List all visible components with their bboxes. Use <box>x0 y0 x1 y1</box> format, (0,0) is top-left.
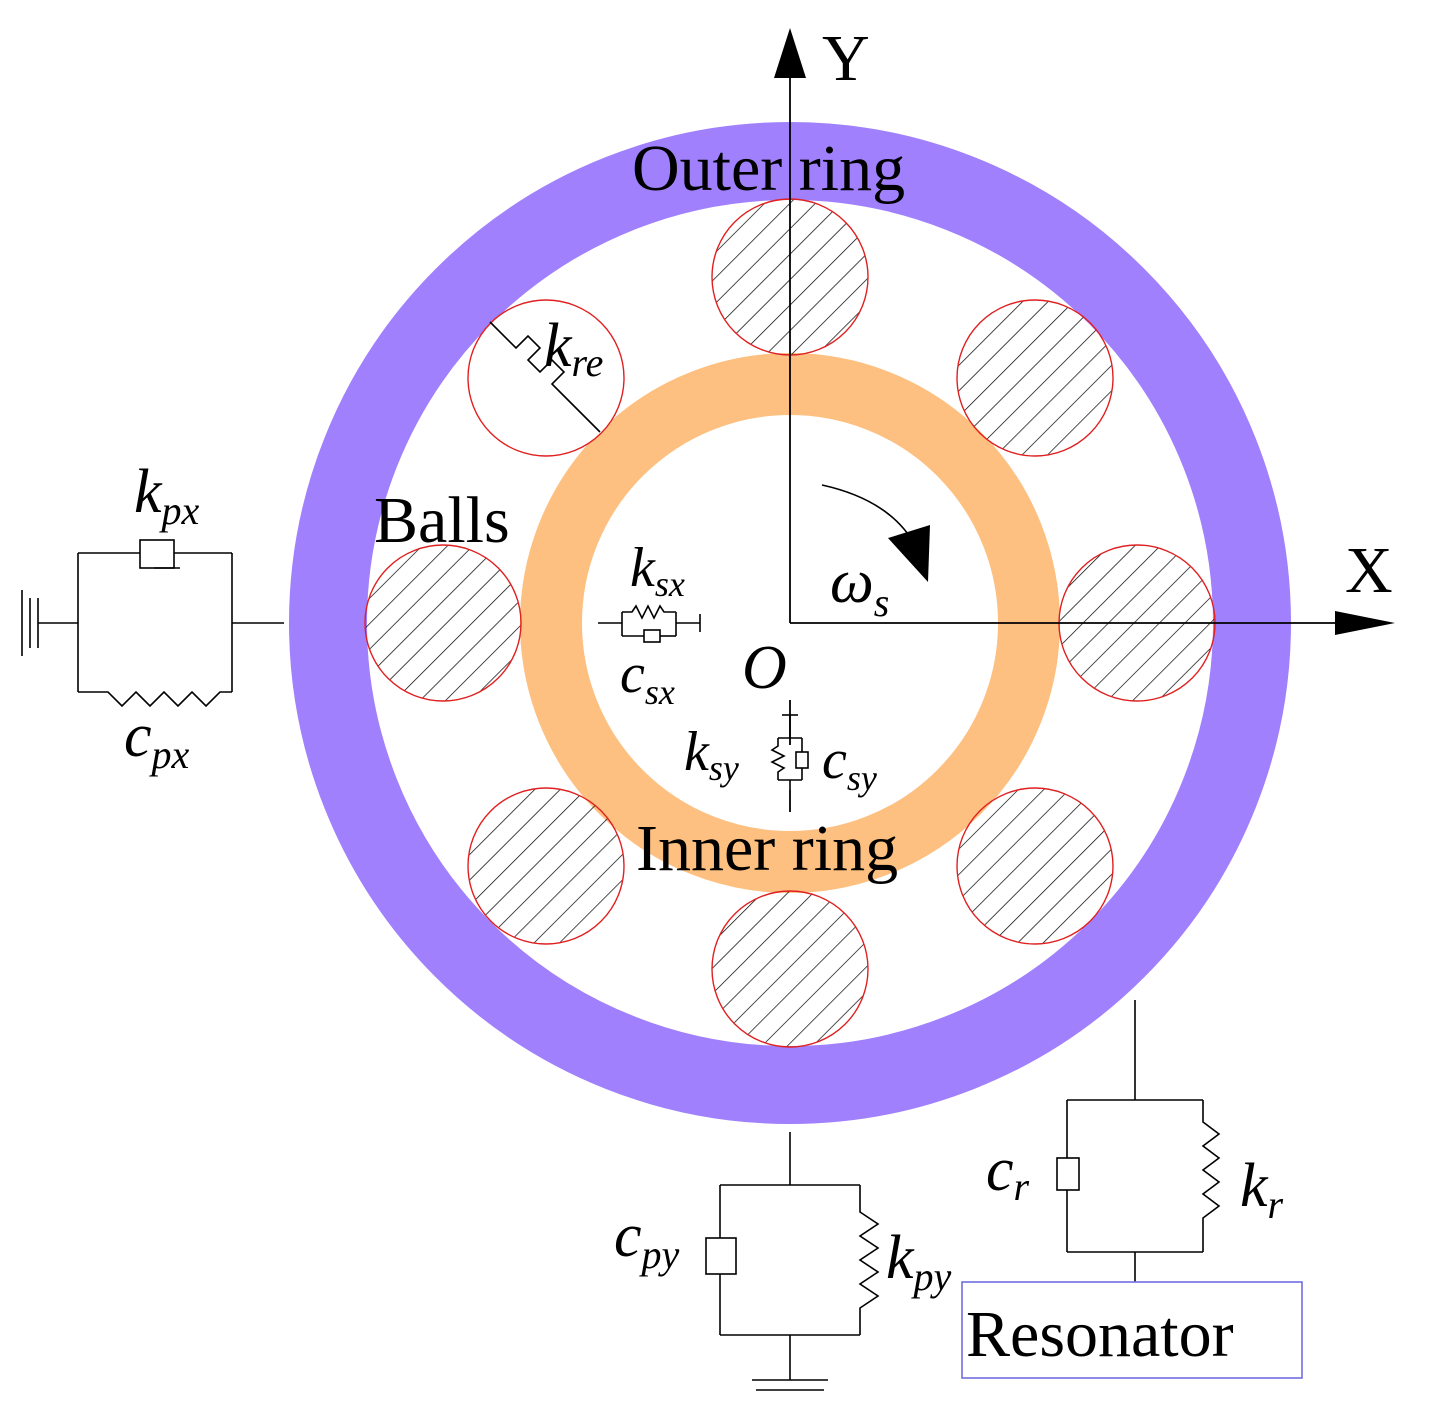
symbol-k-px: kpx <box>134 458 200 533</box>
resonator-box <box>961 1281 1303 1379</box>
outer-ring-label: Outer ring <box>632 132 905 205</box>
ball-bottom-right <box>956 787 1114 945</box>
origin-label: O <box>742 634 787 702</box>
symbol-k-sy: ksy <box>684 721 739 788</box>
resonator-support <box>1056 1000 1221 1282</box>
ball-top-right <box>956 299 1114 457</box>
symbol-k-py: kpy <box>886 1224 952 1299</box>
y-axis-arrow <box>774 28 806 78</box>
axis-y-label: Y <box>822 22 870 95</box>
symbol-c-sx: csx <box>620 643 675 712</box>
resonator-label: Resonator <box>966 1298 1234 1371</box>
ksx-csx-element <box>598 604 701 643</box>
inner-ring-label: Inner ring <box>636 812 898 885</box>
symbol-c-px: cpx <box>124 702 190 777</box>
symbol-k-r: kr <box>1240 1152 1284 1227</box>
balls-label: Balls <box>374 484 510 557</box>
bottom-support <box>705 1132 880 1391</box>
balls-group <box>364 198 1216 1048</box>
contact-spring <box>489 321 601 433</box>
symbol-k-re: kre <box>544 312 603 385</box>
left-support <box>21 539 284 708</box>
x-axis-arrow <box>1335 611 1395 635</box>
symbol-k-sx: ksx <box>630 537 685 604</box>
axis-x-label: X <box>1345 534 1393 607</box>
ball-bottom <box>711 890 869 1048</box>
symbol-c-sy: csy <box>822 729 877 798</box>
rotation-arrowhead <box>888 525 930 582</box>
ball-bottom-left <box>467 787 625 945</box>
ksy-csy-element <box>770 714 809 790</box>
symbol-omega-s: ωs <box>830 548 889 625</box>
symbol-c-py: cpy <box>614 1202 680 1277</box>
symbol-c-r: cr <box>986 1136 1030 1209</box>
ball-left <box>364 544 522 702</box>
